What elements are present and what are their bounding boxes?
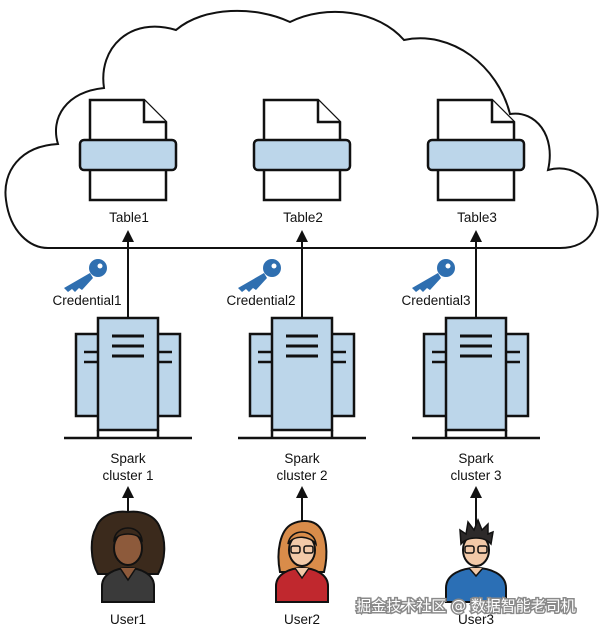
cluster-label-2-line2: cluster 2 [276,468,327,483]
user-label-3: User3 [458,612,494,627]
user-label-1: User1 [110,612,146,627]
table-label-3: Table3 [457,210,497,225]
key-icon [238,259,281,292]
user2-avatar [275,520,329,603]
table-document-3 [426,98,526,202]
watermark-text: 掘金技术社区 @ 数据智能老司机 [356,597,576,615]
table-document-1 [78,98,178,202]
credential-label-2: Credential2 [226,293,295,308]
cluster-label-2-line1: Spark [284,451,320,466]
server-cluster-1 [64,316,192,440]
server-cluster-2 [238,316,366,440]
table-label-1: Table1 [109,210,149,225]
cluster-label-1-line2: cluster 1 [102,468,153,483]
table-label-2: Table2 [283,210,323,225]
key-icon [64,259,107,292]
user1-avatar [90,510,166,603]
user3-avatar [445,517,507,603]
user-label-2: User2 [284,612,320,627]
cluster-label-3-line2: cluster 3 [450,468,501,483]
credential-label-3: Credential3 [401,293,470,308]
table-document-2 [252,98,352,202]
cluster-label-1-line1: Spark [110,451,146,466]
cluster-label-3-line1: Spark [458,451,494,466]
key-icon [412,259,455,292]
server-cluster-3 [412,316,540,440]
credential-label-1: Credential1 [52,293,121,308]
